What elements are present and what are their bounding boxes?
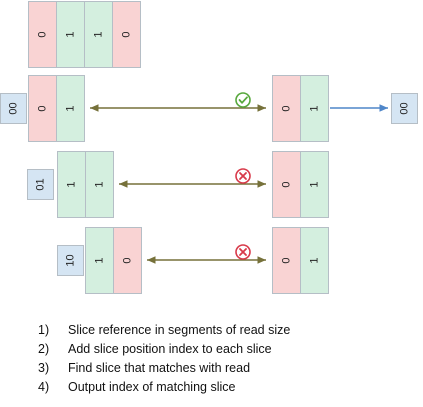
output-index-tag-box	[391, 93, 418, 124]
step-item: 2) Add slice position index to each slice	[38, 340, 418, 359]
read-bit-cell-box	[272, 151, 301, 218]
x-circle-icon	[235, 244, 251, 260]
slice-bit-cell: 0	[28, 75, 57, 142]
reference-bit-cell-label: 1	[65, 31, 77, 37]
step-number: 4)	[38, 380, 50, 394]
slice-index-tag-box	[57, 245, 84, 276]
read-bit-cell-label: 1	[309, 257, 321, 263]
slice-bit-cell: 1	[85, 151, 114, 218]
read-bit-cell-label: 1	[309, 105, 321, 111]
reference-bit-cell: 0	[28, 1, 57, 68]
output-index-tag-label: 00	[399, 102, 411, 114]
slice-bit-cell-label: 0	[122, 257, 134, 263]
read-bit-cell-box	[300, 151, 329, 218]
read-bit-cell-box	[300, 75, 329, 142]
slice-bit-cell-box	[28, 75, 57, 142]
reference-bit-cell-box	[84, 1, 113, 68]
read-bit-cell-box	[272, 75, 301, 142]
slice-bit-cell-label: 1	[65, 105, 77, 111]
output-index-tag: 00	[391, 93, 418, 124]
slice-index-tag-label: 00	[8, 102, 20, 114]
step-item: 4) Output index of matching slice	[38, 378, 418, 397]
slice-bit-cell-box	[85, 151, 114, 218]
read-bit-cell: 1	[300, 151, 329, 218]
slice-bit-cell-box	[56, 75, 85, 142]
read-bit-cell: 0	[272, 227, 301, 294]
reference-bit-cell: 0	[112, 1, 141, 68]
reference-bit-cell-label: 0	[121, 31, 133, 37]
slice-index-tag: 10	[57, 245, 84, 276]
slice-bit-cell-box	[113, 227, 142, 294]
slice-bit-cell-label: 1	[66, 181, 78, 187]
slice-index-tag: 00	[0, 93, 27, 124]
slice-bit-cell: 1	[56, 75, 85, 142]
step-text: Add slice position index to each slice	[68, 342, 272, 356]
read-bit-cell-label: 0	[281, 181, 293, 187]
slice-index-tag-label: 10	[65, 254, 77, 266]
step-item: 3) Find slice that matches with read	[38, 359, 418, 378]
read-bit-cell-box	[300, 227, 329, 294]
slice-bit-cell-box	[57, 151, 86, 218]
read-bit-cell: 0	[272, 151, 301, 218]
read-bit-cell-label: 1	[309, 181, 321, 187]
reference-sequence: 0 1 1 0	[28, 1, 141, 68]
read-bit-cell-label: 0	[281, 257, 293, 263]
reference-bit-cell-box	[28, 1, 57, 68]
step-number: 3)	[38, 361, 50, 375]
slice-index-tag-label: 01	[35, 178, 47, 190]
read-bit-cell: 1	[300, 75, 329, 142]
reference-bit-cell-label: 1	[93, 31, 105, 37]
slice-index-tag-box	[0, 93, 27, 124]
step-number: 1)	[38, 323, 50, 337]
step-number: 2)	[38, 342, 50, 356]
step-text: Slice reference in segments of read size	[68, 323, 291, 337]
step-item: 1) Slice reference in segments of read si…	[38, 321, 418, 340]
slice-bit-cell: 1	[57, 151, 86, 218]
slice-index-tag-box	[27, 169, 54, 200]
reference-bit-cell: 1	[84, 1, 113, 68]
slice-bit-cell: 1	[85, 227, 114, 294]
reference-bit-cell-box	[56, 1, 85, 68]
slice-bit-cell-box	[85, 227, 114, 294]
read-bit-cell: 0	[272, 75, 301, 142]
reference-bit-cell: 1	[56, 1, 85, 68]
read-bit-cell: 1	[300, 227, 329, 294]
steps-list: 1) Slice reference in segments of read si…	[38, 321, 418, 397]
reference-bit-cell-label: 0	[37, 31, 49, 37]
step-text: Find slice that matches with read	[68, 361, 251, 375]
step-text: Output index of matching slice	[68, 380, 236, 394]
x-circle-icon	[235, 168, 251, 184]
read-bit-cell-label: 0	[281, 105, 293, 111]
slice-bit-cell-label: 1	[94, 257, 106, 263]
slice-bit-cell-label: 1	[94, 181, 106, 187]
reference-bit-cell-box	[112, 1, 141, 68]
check-circle-icon	[235, 92, 251, 108]
slice-index-tag: 01	[27, 169, 54, 200]
slice-bit-cell: 0	[113, 227, 142, 294]
slice-bit-cell-label: 0	[37, 105, 49, 111]
